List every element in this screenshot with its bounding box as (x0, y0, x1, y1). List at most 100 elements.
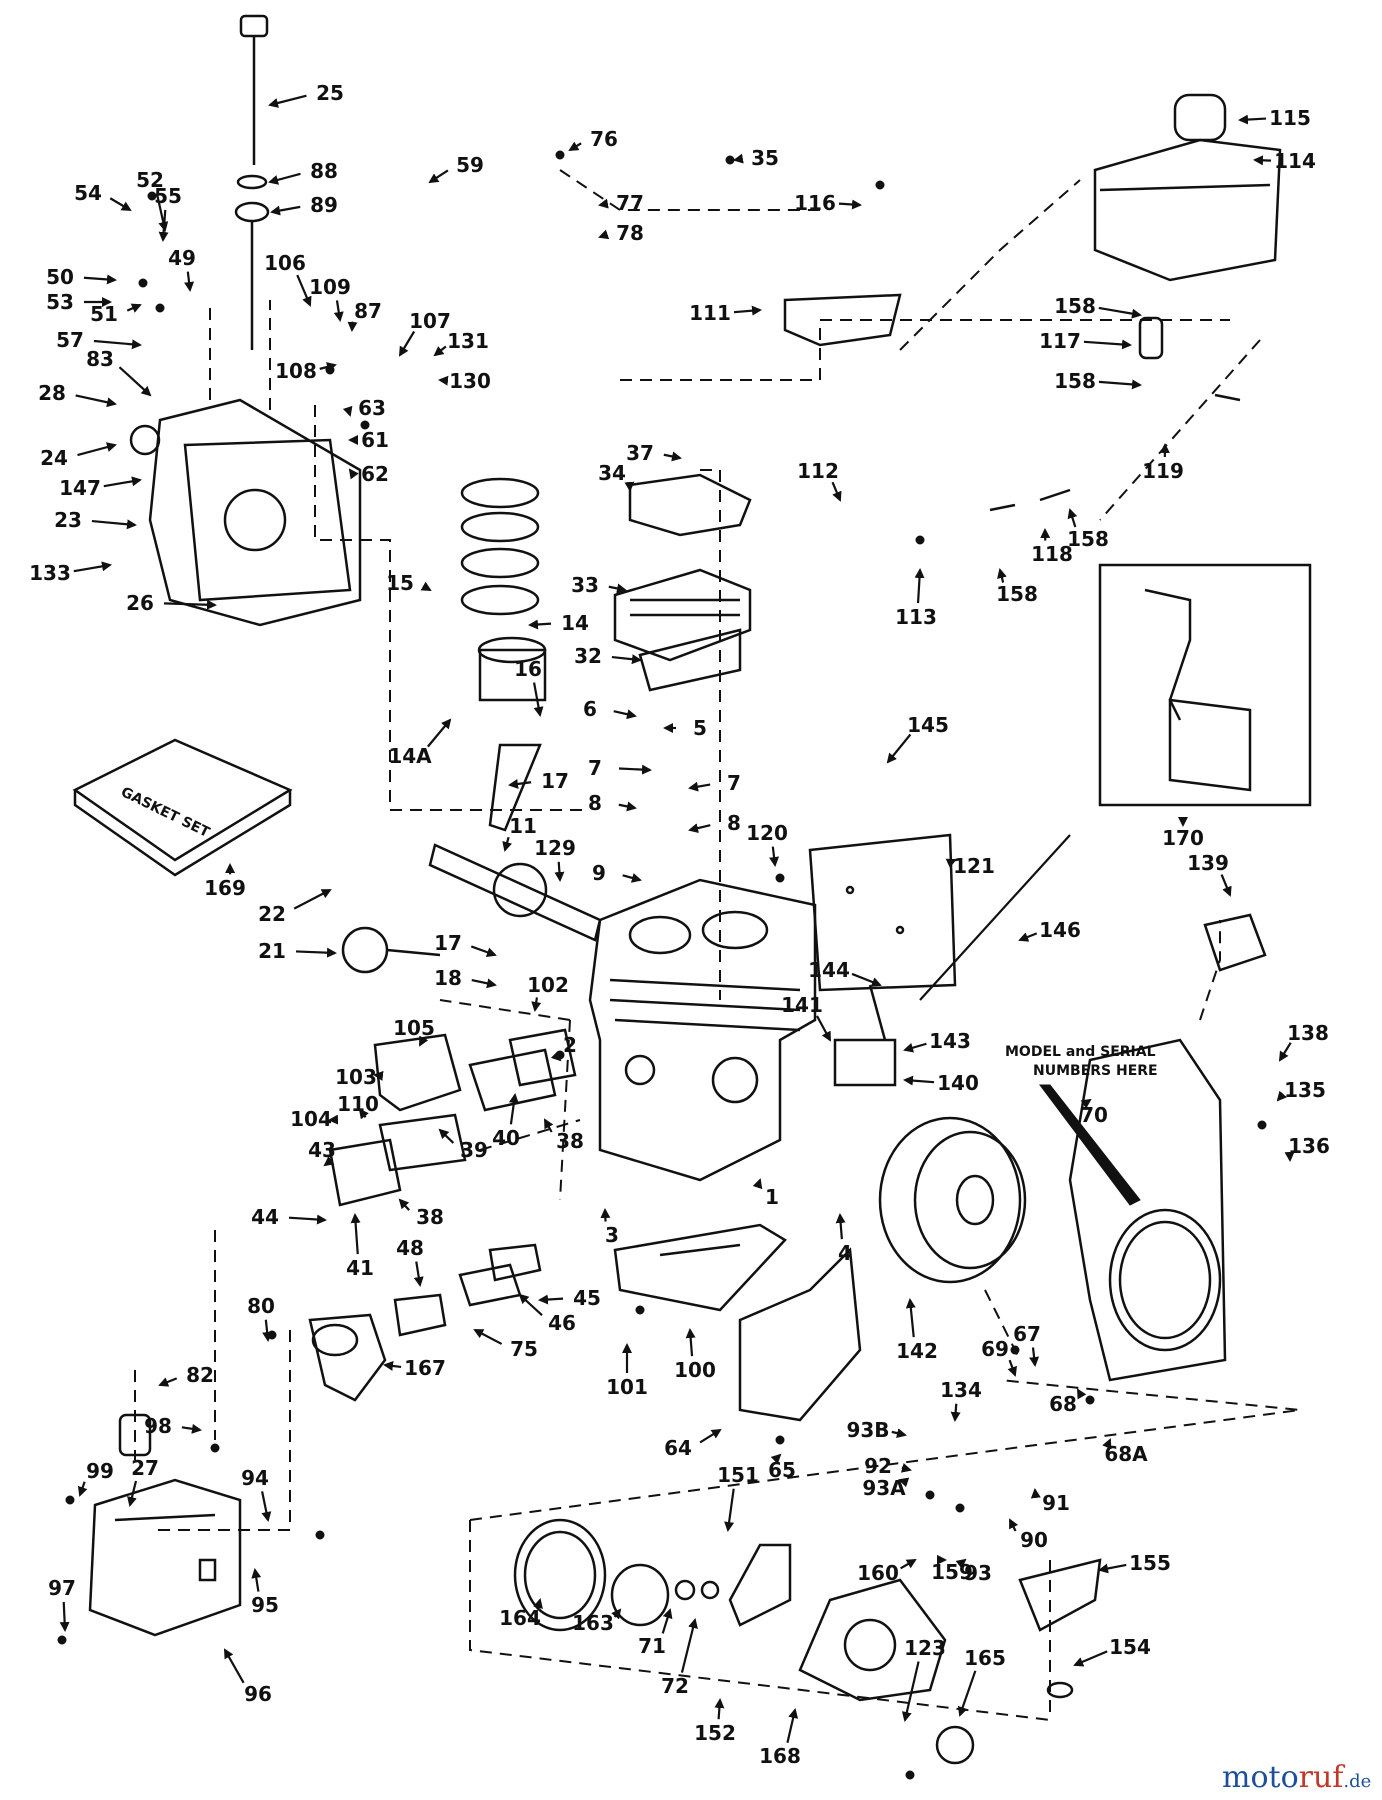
muffler-part (373, 1033, 462, 1112)
leader-line (618, 764, 652, 775)
part-label-11: 11 (509, 814, 537, 838)
part-label-115: 115 (1269, 106, 1311, 130)
base-plate-part (613, 1223, 787, 1312)
leader-line (1102, 1438, 1112, 1450)
part-label-61: 61 (361, 428, 389, 452)
connecting-rod-crankshaft-part (428, 743, 602, 942)
leader-line (270, 205, 301, 216)
part-label-28: 28 (38, 381, 66, 405)
part-label-35: 35 (751, 146, 779, 170)
fuel-line-part (989, 316, 1241, 512)
part-label-159: 159 (931, 1560, 973, 1584)
part-label-14: 14 (561, 611, 589, 635)
part-label-93a: 93A (862, 1476, 906, 1500)
leader-line (680, 1618, 698, 1673)
leader-line (342, 405, 353, 417)
leader-line (851, 972, 882, 987)
leader-line (1238, 114, 1267, 125)
part-label-158: 158 (1067, 527, 1109, 551)
fuel-tank-part (1093, 93, 1282, 282)
part-label-43: 43 (308, 1138, 336, 1162)
part-label-34: 34 (598, 461, 626, 485)
part-label-167: 167 (404, 1356, 446, 1380)
part-label-68a: 68A (1104, 1442, 1148, 1466)
part-label-38: 38 (416, 1205, 444, 1229)
part-label-142: 142 (896, 1339, 938, 1363)
leader-line (288, 1214, 327, 1225)
part-label-93b: 93B (846, 1418, 889, 1442)
leader-line (1098, 1563, 1127, 1574)
leader-line (1018, 932, 1038, 942)
control-panel-part (88, 1478, 242, 1637)
leader-line (955, 1558, 967, 1569)
leader-line (163, 599, 217, 610)
leader-line (898, 1477, 910, 1488)
leader-line (724, 1488, 735, 1532)
part-label-111: 111 (689, 301, 731, 325)
part-label-14a: 14A (388, 744, 432, 768)
part-label-154: 154 (1109, 1635, 1151, 1659)
leader-line (471, 978, 497, 989)
part-label-158: 158 (1054, 369, 1096, 393)
part-label-55: 55 (154, 184, 182, 208)
leader-line (413, 1261, 424, 1287)
leader-line (184, 271, 195, 292)
part-label-64: 64 (664, 1436, 692, 1460)
leader-line (319, 362, 337, 372)
leader-line (224, 1648, 245, 1684)
leader-line (538, 1294, 564, 1305)
starter-cup-part (513, 1518, 720, 1632)
leader-line (1098, 379, 1142, 390)
part-label-87: 87 (354, 299, 382, 323)
part-label-158: 158 (1054, 294, 1096, 318)
leader-line (714, 1698, 725, 1720)
part-label-68: 68 (1049, 1392, 1077, 1416)
part-label-95: 95 (251, 1593, 279, 1617)
leader-line (770, 1453, 782, 1465)
part-label-94: 94 (241, 1466, 269, 1490)
part-label-5: 5 (693, 716, 707, 740)
leader-line (957, 1670, 977, 1717)
part-label-52: 52 (136, 168, 164, 192)
part-label-151: 151 (717, 1463, 759, 1487)
part-label-49: 49 (168, 246, 196, 270)
leader-lines (59, 94, 1295, 1743)
part-label-2: 2 (563, 1033, 577, 1057)
part-label-110: 110 (337, 1092, 379, 1116)
part-label-108: 108 (275, 359, 317, 383)
part-label-62: 62 (361, 462, 389, 486)
part-label-101: 101 (606, 1375, 648, 1399)
part-label-4: 4 (838, 1241, 852, 1265)
leader-line (103, 476, 142, 488)
shroud-bracket-part (628, 473, 752, 537)
leader-line (1073, 1650, 1108, 1667)
part-label-17: 17 (541, 769, 569, 793)
part-label-22: 22 (258, 902, 286, 926)
part-label-90: 90 (1020, 1528, 1048, 1552)
part-label-168: 168 (759, 1744, 801, 1768)
leader-line (568, 141, 582, 152)
leader-line (531, 997, 542, 1012)
part-label-88: 88 (310, 159, 338, 183)
leader-line (77, 442, 117, 457)
part-label-65: 65 (768, 1458, 796, 1482)
leader-line (550, 1050, 562, 1062)
part-label-145: 145 (907, 713, 949, 737)
leader-line (1253, 155, 1272, 166)
part-label-135: 135 (1284, 1078, 1326, 1102)
part-label-138: 138 (1287, 1021, 1329, 1045)
part-label-71: 71 (638, 1634, 666, 1658)
part-label-160: 160 (857, 1561, 899, 1585)
part-label-116: 116 (794, 191, 836, 215)
part-label-91: 91 (1042, 1491, 1070, 1515)
dipstick-part (234, 14, 270, 350)
part-label-70: 70 (1080, 1103, 1108, 1127)
leader-line (598, 229, 610, 240)
leader-line (624, 481, 635, 492)
flywheel-part (878, 1116, 1027, 1284)
part-label-9: 9 (592, 861, 606, 885)
leader-line (891, 1428, 907, 1439)
leader-line (598, 198, 609, 209)
leader-line (1083, 339, 1132, 350)
leader-line (618, 801, 637, 812)
